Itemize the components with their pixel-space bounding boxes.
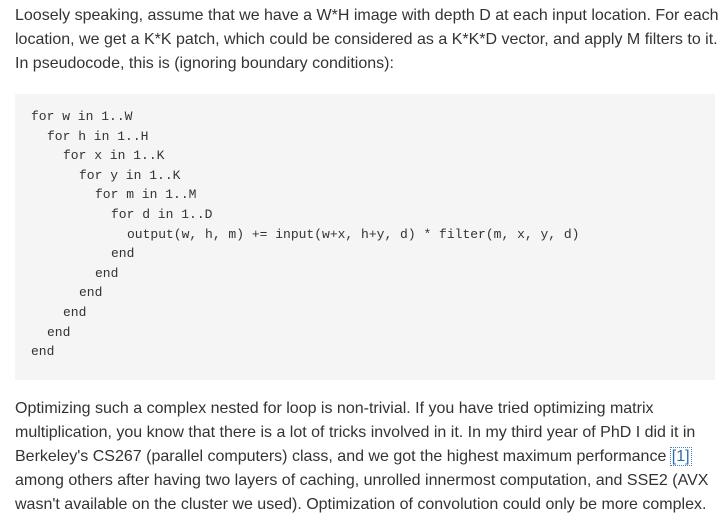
code-line: end [63, 304, 87, 320]
intro-paragraph: Loosely speaking, assume that we have a … [15, 4, 721, 76]
outro-line: multiplication, you know that there is a… [15, 424, 696, 441]
code-line: output(w, h, m) += input(w+x, h+y, d) * … [127, 226, 580, 242]
code-line: end [31, 344, 55, 360]
code-line: for m in 1..M [95, 187, 197, 203]
outro-line: among others after having two layers of … [15, 472, 709, 489]
code-line: for y in 1..K [79, 167, 181, 183]
outro-line: Berkeley's CS267 (parallel computers) cl… [15, 445, 721, 469]
intro-line: In pseudocode, this is (ignoring boundar… [15, 55, 394, 72]
intro-line: location, we get a K*K patch, which coul… [15, 31, 718, 48]
reference-link[interactable]: [1] [669, 447, 692, 466]
code-line: for w in 1..W [31, 109, 133, 124]
outro-paragraph: Optimizing such a complex nested for loo… [15, 397, 721, 517]
code-line: end [95, 265, 119, 281]
pseudocode-lines: for w in 1..W for h in 1..H for x in 1..K f… [31, 107, 579, 362]
code-line: end [111, 246, 135, 262]
intro-line: Loosely speaking, assume that we have a … [15, 7, 719, 24]
code-line: end [79, 285, 103, 301]
outro-line: Optimizing such a complex nested for loo… [15, 400, 654, 417]
outro-line: wasn't available on the cluster we used)… [15, 496, 707, 513]
code-line: for x in 1..K [63, 148, 165, 164]
code-line: for d in 1..D [111, 206, 213, 222]
outro-line-text: Berkeley's CS267 (parallel computers) cl… [15, 448, 671, 465]
code-line: for h in 1..H [47, 128, 149, 144]
code-line: end [47, 324, 71, 340]
pseudocode-block[interactable]: for w in 1..W for h in 1..H for x in 1..K f… [15, 94, 715, 380]
